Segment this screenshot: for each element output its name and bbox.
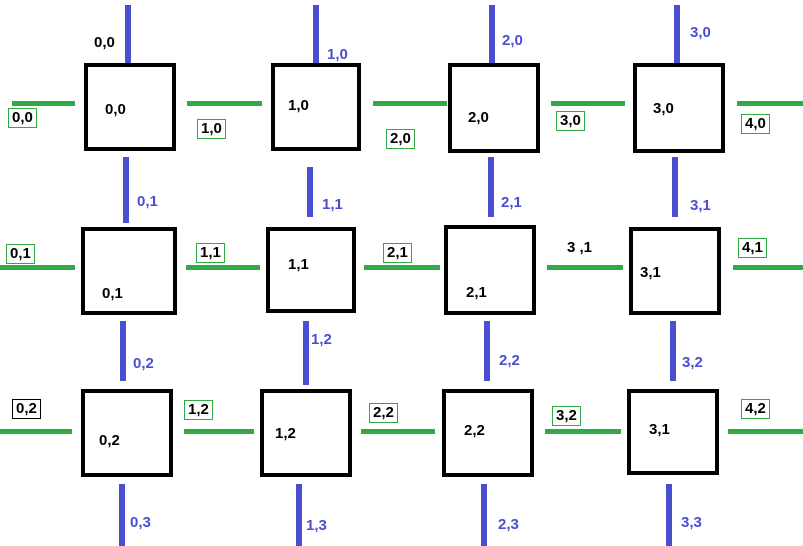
vertical-edge bbox=[125, 5, 131, 63]
vertical-edge-label: 3,2 bbox=[682, 354, 703, 371]
horizontal-edge-label: 3,0 bbox=[556, 111, 585, 131]
horizontal-edge bbox=[545, 429, 621, 434]
horizontal-edge bbox=[0, 265, 75, 270]
vertical-edge bbox=[674, 5, 680, 63]
vertical-edge-label: 0,0 bbox=[94, 34, 115, 51]
grid-cell bbox=[442, 389, 534, 477]
grid-cell-label: 1,0 bbox=[288, 97, 309, 114]
vertical-edge bbox=[489, 5, 495, 63]
grid-cell bbox=[84, 63, 176, 151]
horizontal-edge-label: 0,2 bbox=[12, 399, 41, 419]
horizontal-edge-label: 1,1 bbox=[196, 243, 225, 263]
horizontal-edge bbox=[364, 265, 440, 270]
grid-cell-label: 3,1 bbox=[640, 264, 661, 281]
vertical-edge-label: 1,2 bbox=[311, 331, 332, 348]
grid-cell-label: 1,1 bbox=[288, 256, 309, 273]
vertical-edge-label: 0,1 bbox=[137, 193, 158, 210]
horizontal-edge-label: 2,0 bbox=[386, 129, 415, 149]
vertical-edge bbox=[123, 157, 129, 223]
horizontal-edge-label: 3,2 bbox=[552, 406, 581, 426]
horizontal-edge-label: 1,0 bbox=[197, 119, 226, 139]
grid-cell bbox=[271, 63, 361, 151]
grid-cell bbox=[629, 227, 721, 315]
vertical-edge bbox=[119, 484, 125, 546]
vertical-edge bbox=[488, 157, 494, 217]
horizontal-edge bbox=[733, 265, 803, 270]
horizontal-edge bbox=[187, 101, 262, 106]
vertical-edge bbox=[303, 321, 309, 385]
vertical-edge-label: 2,0 bbox=[502, 32, 523, 49]
grid-cell bbox=[266, 227, 356, 313]
vertical-edge bbox=[484, 321, 490, 381]
vertical-edge bbox=[313, 5, 319, 63]
grid-cell bbox=[444, 225, 536, 315]
horizontal-edge-label: 2,2 bbox=[369, 403, 398, 423]
grid-cell-label: 1,2 bbox=[275, 425, 296, 442]
grid-cell-label: 2,1 bbox=[466, 284, 487, 301]
vertical-edge-label: 2,2 bbox=[499, 352, 520, 369]
vertical-edge-label: 2,3 bbox=[498, 516, 519, 533]
grid-cell-label: 2,0 bbox=[468, 109, 489, 126]
grid-cell-label: 0,0 bbox=[105, 101, 126, 118]
grid-cell bbox=[627, 389, 719, 475]
grid-cell bbox=[633, 63, 725, 153]
vertical-edge-label: 1,3 bbox=[306, 517, 327, 534]
vertical-edge-label: 3,1 bbox=[690, 197, 711, 214]
vertical-edge bbox=[666, 484, 672, 546]
grid-cell-label: 0,1 bbox=[102, 285, 123, 302]
grid-cell bbox=[448, 63, 540, 153]
grid-cell-label: 3,1 bbox=[649, 421, 670, 438]
horizontal-edge bbox=[361, 429, 435, 434]
horizontal-edge-label: 4,1 bbox=[738, 238, 767, 258]
horizontal-edge bbox=[551, 101, 625, 106]
horizontal-edge bbox=[12, 101, 75, 106]
vertical-edge bbox=[672, 157, 678, 217]
vertical-edge-label: 3,0 bbox=[690, 24, 711, 41]
horizontal-edge-label: 0,1 bbox=[6, 244, 35, 264]
horizontal-edge-label: 4,0 bbox=[741, 114, 770, 134]
vertical-edge-label: 1,1 bbox=[322, 196, 343, 213]
horizontal-edge bbox=[184, 429, 254, 434]
grid-cell-label: 0,2 bbox=[99, 432, 120, 449]
horizontal-edge-label: 0,0 bbox=[8, 108, 37, 128]
horizontal-edge bbox=[186, 265, 260, 270]
horizontal-edge bbox=[547, 265, 623, 270]
vertical-edge bbox=[307, 167, 313, 217]
grid-cell bbox=[81, 389, 173, 477]
horizontal-edge bbox=[728, 429, 803, 434]
grid-cell-label: 2,2 bbox=[464, 422, 485, 439]
grid-cell bbox=[260, 389, 352, 477]
horizontal-edge-label: 4,2 bbox=[741, 399, 770, 419]
horizontal-edge-label: 1,2 bbox=[184, 400, 213, 420]
vertical-edge bbox=[120, 321, 126, 381]
vertical-edge bbox=[481, 484, 487, 546]
vertical-edge bbox=[296, 484, 302, 546]
vertical-edge bbox=[670, 321, 676, 381]
horizontal-edge bbox=[737, 101, 803, 106]
vertical-edge-label: 0,3 bbox=[130, 514, 151, 531]
vertical-edge-label: 1,0 bbox=[327, 46, 348, 63]
vertical-edge-label: 3,3 bbox=[681, 514, 702, 531]
grid-cell bbox=[81, 227, 177, 315]
vertical-edge-label: 0,2 bbox=[133, 355, 154, 372]
grid-cell-label: 3,0 bbox=[653, 100, 674, 117]
horizontal-edge-label: 3 ,1 bbox=[563, 238, 597, 258]
horizontal-edge-label: 2,1 bbox=[383, 243, 412, 263]
horizontal-edge bbox=[0, 429, 72, 434]
horizontal-edge bbox=[373, 101, 447, 106]
vertical-edge-label: 2,1 bbox=[501, 194, 522, 211]
